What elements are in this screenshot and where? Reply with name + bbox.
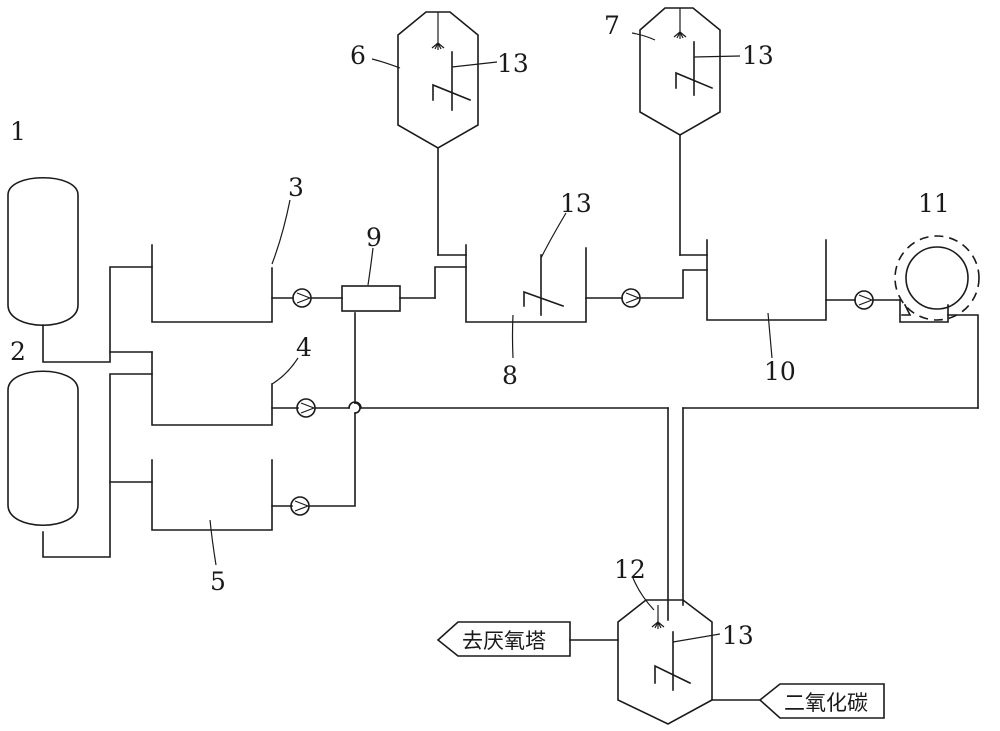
flag-carbon-dioxide: 二氧化碳 [758,683,885,719]
pump-tank-4 [271,398,316,418]
tank-10 [706,239,827,321]
tank-8 [465,244,587,323]
agitator-icon [654,631,692,691]
pump-tank-3 [271,288,343,308]
label-13-tower-6: 13 [497,49,529,78]
blower-11 [894,235,980,323]
absorption-tower-12 [569,599,761,725]
agitator-icon [432,51,472,111]
label-13-tank-8: 13 [560,189,592,218]
spray-nozzle-icon [673,8,687,39]
leader-lines [209,32,773,643]
blower-icon [894,235,980,321]
label-8: 8 [502,361,518,390]
storage-tank-2 [7,370,79,527]
label-3: 3 [288,173,304,202]
pump-icon [621,288,641,308]
label-5: 5 [210,567,226,596]
flag-to-anaerobic-tower: 去厌氧塔 [436,621,571,657]
pump-icon [854,290,874,310]
tank-4 [151,351,273,426]
part-numbers: 1 2 3 4 5 6 7 8 9 10 11 12 13 13 13 13 [10,11,950,650]
return-pipeline [314,314,979,621]
label-11: 11 [918,189,950,218]
label-2: 2 [10,337,26,366]
spray-tower-6 [397,11,479,299]
label-7: 7 [604,11,620,40]
spray-nozzle-icon [651,605,665,629]
pump-icon [296,398,316,418]
label-4: 4 [296,333,312,362]
label-1: 1 [10,117,26,146]
tank-5 [151,459,273,531]
label-12: 12 [614,555,646,584]
label-6: 6 [350,41,366,70]
label-10: 10 [764,357,796,386]
storage-tank-1 [7,177,79,327]
pump-icon [292,288,312,308]
tank-feed-piping [42,266,153,558]
label-13-tower-7: 13 [742,41,774,70]
label-9: 9 [366,223,382,252]
spray-nozzle-icon [431,12,445,50]
spray-tower-7 [639,7,721,256]
pump-tank-10 [825,290,901,310]
label-13-tower-12: 13 [722,621,754,650]
flag-to-anaerobic-tower-label: 去厌氧塔 [462,629,546,653]
pump-icon [290,496,310,516]
agitator-icon [523,254,565,316]
tank-3 [151,244,273,323]
pump-tank-5 [271,312,361,516]
flag-carbon-dioxide-label: 二氧化碳 [784,691,868,715]
pump-tank-8 [585,269,708,308]
agitator-icon [675,41,714,96]
filter-9 [341,285,436,312]
